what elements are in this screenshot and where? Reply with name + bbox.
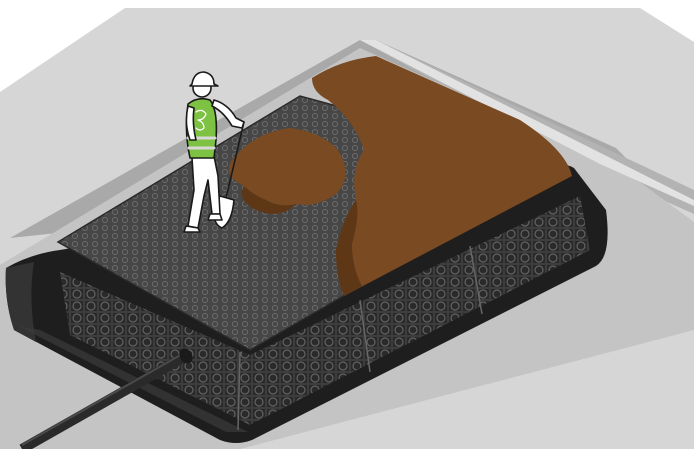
stormwater-tank-installation-diagram	[0, 0, 694, 449]
